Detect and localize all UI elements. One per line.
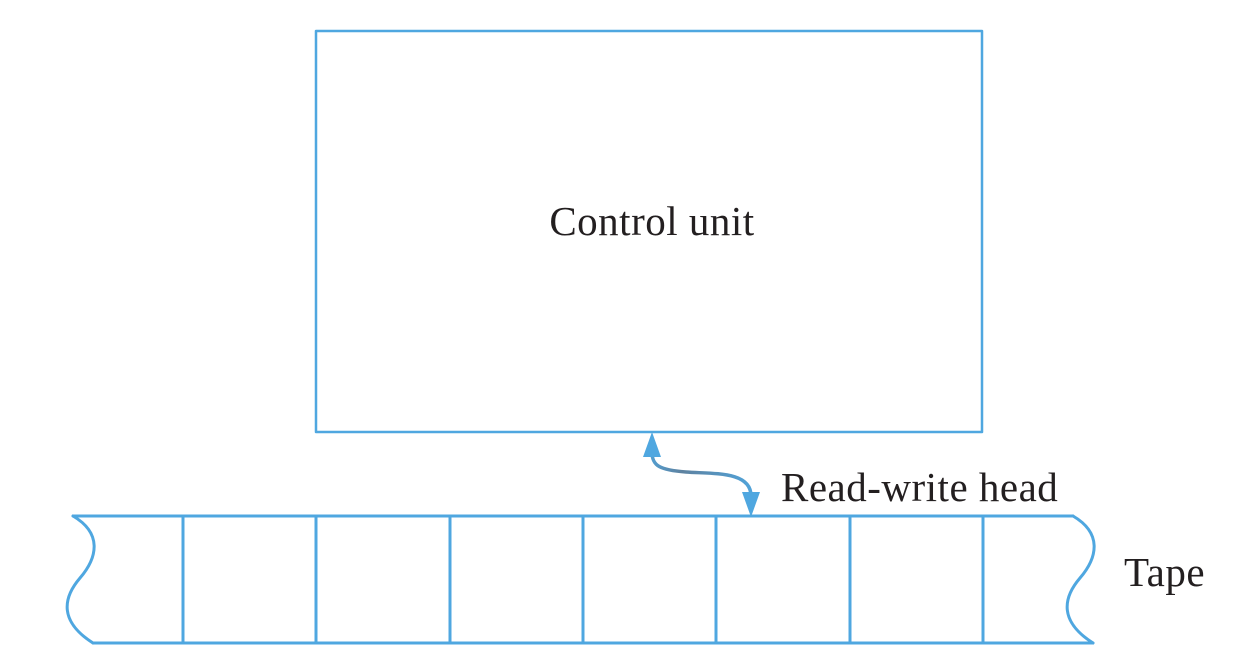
tape-label: Tape — [1124, 549, 1205, 595]
control-unit-label: Control unit — [549, 198, 754, 244]
read-write-head-arrow — [643, 432, 760, 517]
read-write-head-arrow-shaft — [650, 450, 753, 498]
tape-left-torn-edge — [65, 514, 96, 645]
tape — [65, 514, 1096, 645]
diagram-labels: Control unit Read-write head Tape — [549, 198, 1205, 595]
control-unit-box — [314, 29, 984, 434]
read-write-head-label: Read-write head — [781, 464, 1058, 510]
diagram-linework — [65, 29, 1096, 645]
arrow-down-head-icon — [742, 492, 760, 517]
tape-right-torn-edge — [1065, 514, 1096, 645]
arrow-up-head-icon — [643, 432, 661, 457]
